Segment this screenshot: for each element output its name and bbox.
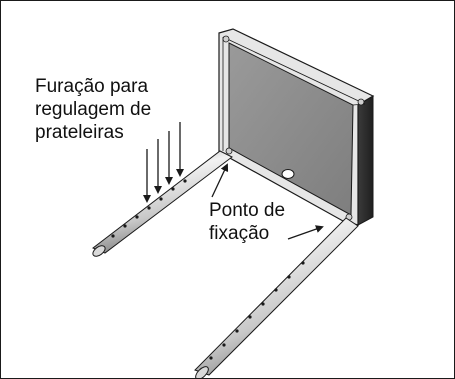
fixation-callout-label: Ponto de fixação [209,199,285,245]
right-tube-end [195,366,209,378]
holes-label-line-2: regulagem de [35,99,152,120]
panel-hole [281,169,295,179]
corner-bolt-top-left [222,35,230,43]
right-tube [194,217,359,376]
holes-label-line-1: Furação para [35,76,149,97]
fixation-arrow-left [211,163,229,198]
corner-bolt-top-right [357,98,365,106]
left-tube-end [92,245,106,257]
fixation-label-line-2: fixação [209,223,270,244]
holes-label-line-3: prateleiras [35,122,124,143]
holes-callout-label: Furação para regulagem de prateleiras [35,75,151,144]
panel-side-edge [357,95,374,226]
left-tube [92,150,233,254]
fixation-arrow-right [287,225,324,240]
corner-bolt-bottom-left [225,147,233,155]
fixation-label-line-1: Ponto de [209,200,286,221]
